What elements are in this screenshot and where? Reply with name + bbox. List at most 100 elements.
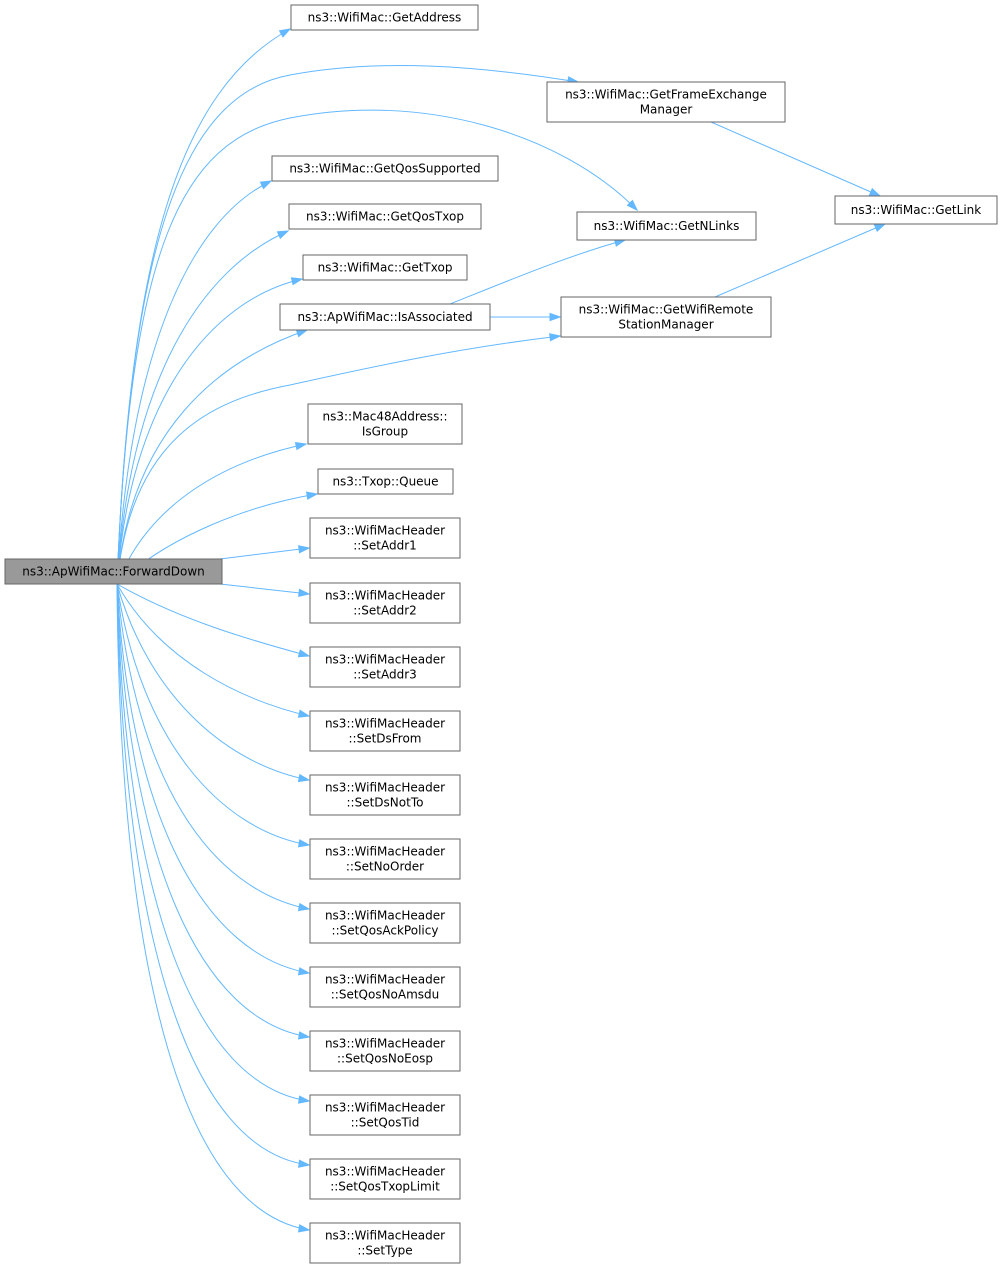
- edge-is-associated-to-get-nlinks: [449, 239, 626, 305]
- node-label: ns3::WifiMacHeader: [325, 717, 445, 731]
- edge-forward-down-to-set-qos-ack-policy: [116, 583, 310, 910]
- node-get-address[interactable]: ns3::WifiMac::GetAddress: [290, 4, 479, 31]
- node-label: ::SetDsNotTo: [347, 796, 424, 810]
- node-label: ::SetAddr1: [353, 539, 417, 553]
- node-set-addr1[interactable]: ns3::WifiMacHeader::SetAddr1: [309, 517, 461, 559]
- arrowhead-icon: [290, 277, 304, 286]
- node-box: [288, 203, 482, 230]
- node-label: ns3::WifiMac::GetNLinks: [594, 219, 740, 233]
- node-set-qos-no-eosp[interactable]: ns3::WifiMacHeader::SetQosNoEosp: [309, 1030, 461, 1072]
- node-box: [546, 81, 786, 123]
- arrowhead-icon: [549, 312, 562, 322]
- node-box: [309, 517, 461, 559]
- edge-forward-down-to-is-group: [116, 443, 307, 585]
- node-is-associated[interactable]: ns3::ApWifiMac::IsAssociated: [279, 303, 491, 331]
- call-edges: [116, 28, 887, 1233]
- node-box: [309, 582, 461, 624]
- node-label: Manager: [640, 103, 693, 117]
- node-forward-down[interactable]: ns3::ApWifiMac::ForwardDown: [4, 558, 223, 585]
- node-label: ns3::WifiMacHeader: [325, 1165, 445, 1179]
- node-set-ds-not-to[interactable]: ns3::WifiMacHeader::SetDsNotTo: [309, 774, 461, 816]
- node-label: ns3::WifiMacHeader: [325, 909, 445, 923]
- node-set-qos-tid[interactable]: ns3::WifiMacHeader::SetQosTid: [309, 1094, 461, 1136]
- node-box: [309, 1094, 461, 1136]
- arrowhead-icon: [298, 1159, 311, 1168]
- edge-forward-down-to-set-no-order: [116, 583, 310, 846]
- node-get-qos-txop[interactable]: ns3::WifiMac::GetQosTxop: [288, 203, 482, 230]
- arrowhead-icon: [626, 199, 639, 212]
- node-get-link[interactable]: ns3::WifiMac::GetLink: [834, 195, 998, 225]
- node-set-addr3[interactable]: ns3::WifiMacHeader::SetAddr3: [309, 646, 461, 688]
- node-label: ::SetDsFrom: [348, 732, 421, 746]
- node-label: ::SetQosTid: [351, 1116, 420, 1130]
- call-nodes: ns3::ApWifiMac::ForwardDown ns3::WifiMac:…: [4, 4, 998, 1264]
- node-box: [271, 155, 499, 182]
- node-box: [560, 296, 772, 338]
- arrowhead-icon: [294, 442, 308, 451]
- node-get-nlinks[interactable]: ns3::WifiMac::GetNLinks: [576, 211, 757, 241]
- edge-forward-down-to-set-qos-no-eosp: [116, 583, 310, 1038]
- edge-forward-down-to-set-ds-from: [116, 583, 310, 717]
- node-label: ::SetQosAckPolicy: [332, 924, 439, 938]
- node-label: ns3::WifiMac::GetAddress: [308, 11, 462, 25]
- node-box: [309, 1222, 461, 1264]
- node-label: ::SetQosTxopLimit: [330, 1180, 440, 1194]
- node-label: ns3::WifiMacHeader: [325, 1101, 445, 1115]
- edge-forward-down-to-is-associated: [116, 329, 308, 585]
- node-label: ns3::WifiMacHeader: [325, 845, 445, 859]
- node-get-wrsm[interactable]: ns3::WifiMac::GetWifiRemoteStationManage…: [560, 296, 772, 338]
- arrowhead-icon: [295, 329, 309, 338]
- node-label: ::SetNoOrder: [346, 860, 424, 874]
- edge-forward-down-to-set-addr1: [219, 547, 310, 560]
- arrowhead-icon: [259, 180, 273, 190]
- node-label: ns3::WifiMacHeader: [325, 973, 445, 987]
- node-get-txop[interactable]: ns3::WifiMac::GetTxop: [302, 254, 468, 281]
- edge-forward-down-to-get-nlinks: [116, 109, 638, 585]
- node-get-qos-supported[interactable]: ns3::WifiMac::GetQosSupported: [271, 155, 499, 182]
- node-label: ns3::WifiMac::GetFrameExchange: [565, 88, 767, 102]
- edge-forward-down-to-get-wrsm: [116, 335, 561, 585]
- node-label: ns3::Mac48Address::: [322, 410, 447, 424]
- node-is-group[interactable]: ns3::Mac48Address::IsGroup: [307, 403, 463, 445]
- node-box: [302, 254, 468, 281]
- node-box: [309, 1158, 461, 1200]
- node-label: ns3::WifiMacHeader: [325, 1229, 445, 1243]
- arrowhead-icon: [549, 333, 562, 342]
- node-set-qos-no-amsdu[interactable]: ns3::WifiMacHeader::SetQosNoAmsdu: [309, 966, 461, 1008]
- node-box: [309, 838, 461, 880]
- node-label: ::SetType: [357, 1244, 412, 1258]
- arrowhead-icon: [297, 709, 311, 718]
- edge-forward-down-to-set-qos-no-amsdu: [116, 583, 310, 974]
- node-set-ds-from[interactable]: ns3::WifiMacHeader::SetDsFrom: [309, 710, 461, 752]
- node-box: [834, 195, 998, 225]
- arrowhead-icon: [873, 223, 887, 233]
- node-box: [309, 646, 461, 688]
- node-set-no-order[interactable]: ns3::WifiMacHeader::SetNoOrder: [309, 838, 461, 880]
- node-box: [309, 774, 461, 816]
- edge-forward-down-to-set-qos-txop-limit: [116, 583, 310, 1166]
- node-box: [576, 211, 757, 241]
- node-set-type[interactable]: ns3::WifiMacHeader::SetType: [309, 1222, 461, 1264]
- arrowhead-icon: [297, 649, 311, 658]
- node-set-qos-txop-limit[interactable]: ns3::WifiMacHeader::SetQosTxopLimit: [309, 1158, 461, 1200]
- node-label: ns3::WifiMacHeader: [325, 589, 445, 603]
- arrowhead-icon: [868, 187, 882, 197]
- node-set-addr2[interactable]: ns3::WifiMacHeader::SetAddr2: [309, 582, 461, 624]
- edge-forward-down-to-set-addr2: [219, 583, 310, 595]
- node-label: ns3::WifiMac::GetTxop: [318, 261, 453, 275]
- node-label: ns3::WifiMacHeader: [325, 524, 445, 538]
- edge-forward-down-to-get-qos-supported: [116, 180, 272, 585]
- node-label: ns3::WifiMac::GetWifiRemote: [579, 303, 754, 317]
- node-queue[interactable]: ns3::Txop::Queue: [317, 468, 454, 495]
- edge-forward-down-to-get-qos-txop: [116, 230, 289, 585]
- node-label: IsGroup: [362, 425, 408, 439]
- node-box: [309, 710, 461, 752]
- node-set-qos-ack-policy[interactable]: ns3::WifiMacHeader::SetQosAckPolicy: [309, 902, 461, 944]
- edge-forward-down-to-get-txop: [116, 278, 303, 585]
- arrowhead-icon: [297, 1031, 311, 1040]
- node-label: ns3::ApWifiMac::IsAssociated: [297, 310, 472, 324]
- node-label: StationManager: [618, 318, 713, 332]
- arrowhead-icon: [305, 491, 319, 500]
